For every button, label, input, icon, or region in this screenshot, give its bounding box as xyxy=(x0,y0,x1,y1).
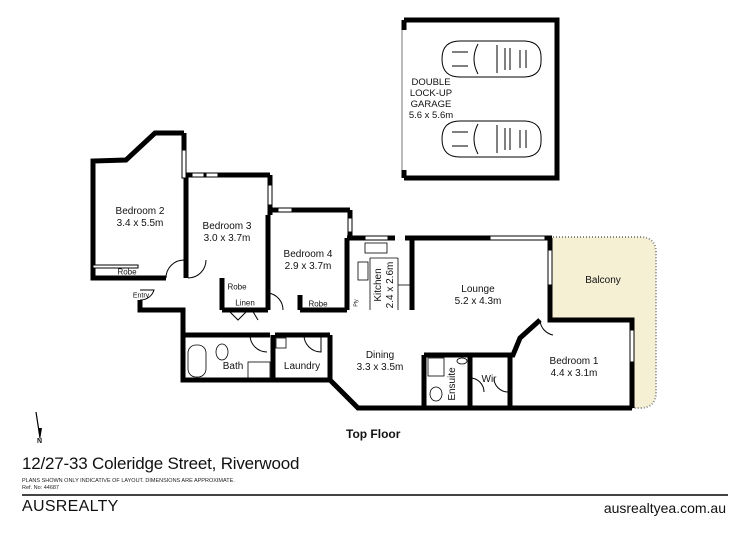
room-lounge: Lounge 5.2 x 4.3m xyxy=(455,284,502,308)
toilet-icon xyxy=(215,343,229,361)
room-dims: 3.4 x 5.5m xyxy=(116,218,164,229)
floor-title: Top Floor xyxy=(346,427,401,441)
room-bedroom-4: Bedroom 4 2.9 x 3.7m xyxy=(284,249,333,273)
shower-icon xyxy=(247,361,271,379)
floor-plan: Bedroom 2 3.4 x 5.5m Bedroom 3 3.0 x 3.7… xyxy=(90,17,657,411)
garage xyxy=(401,17,560,181)
room-name: Ensuite xyxy=(447,367,458,401)
room-bedroom-1: Bedroom 1 4.4 x 3.1m xyxy=(550,356,599,380)
room-name: Bath xyxy=(222,361,244,372)
reference-number: Ref. No: 44687 xyxy=(22,485,59,491)
room-dims: 2.9 x 3.7m xyxy=(284,261,332,272)
website-link[interactable]: ausrealtyea.com.au xyxy=(603,500,726,516)
room-dims: 4.4 x 3.1m xyxy=(550,368,598,379)
doors xyxy=(139,259,554,393)
garage-label-line: DOUBLE xyxy=(411,77,451,88)
balcony-area xyxy=(548,237,656,408)
label-robe-bedroom-3: Robe xyxy=(227,282,247,292)
room-dims: 2.4 x 2.6m xyxy=(385,261,396,309)
garage-label: DOUBLE LOCK-UP GARAGE 5.6 x 5.6m xyxy=(409,77,453,121)
car-icon xyxy=(441,120,542,158)
garage-label-line: LOCK-UP xyxy=(409,88,453,99)
sink-icon xyxy=(364,242,388,254)
laundry-tub-icon xyxy=(275,337,287,349)
floor-plan-drawing xyxy=(90,17,657,411)
room-balcony: Balcony xyxy=(585,275,621,287)
brand-logo: AUSREALTY xyxy=(22,498,119,515)
room-name: Balcony xyxy=(585,275,621,286)
cooktop-icon xyxy=(357,261,369,281)
room-dims: 5.2 x 4.3m xyxy=(454,296,502,307)
room-bedroom-2: Bedroom 2 3.4 x 5.5m xyxy=(116,206,165,230)
car-icon xyxy=(441,40,542,78)
room-name: Kitchen xyxy=(373,268,384,302)
label-robe-bedroom-4: Robe xyxy=(308,299,328,309)
ensuite-basin-icon xyxy=(456,357,468,365)
room-bath: Bath xyxy=(223,361,244,373)
room-name: Wir xyxy=(481,374,497,385)
garage-label-line: GARAGE xyxy=(410,99,452,110)
room-kitchen: Kitchen 2.4 x 2.6m xyxy=(373,262,397,309)
room-wir: Wir xyxy=(482,374,497,386)
windows xyxy=(92,149,635,363)
label-linen: Linen xyxy=(235,298,255,308)
room-name: Bedroom 2 xyxy=(115,206,165,217)
label-pantry: Pty xyxy=(353,299,360,307)
room-bedroom-3: Bedroom 3 3.0 x 3.7m xyxy=(203,221,252,245)
fixtures xyxy=(187,242,468,402)
room-name: Dining xyxy=(365,350,395,361)
ensuite-toilet-icon xyxy=(429,386,443,402)
label-entry: Entry xyxy=(132,292,150,300)
room-name: Bedroom 1 xyxy=(549,356,599,367)
ensuite-shower-icon xyxy=(427,357,445,377)
garage-dims: 5.6 x 5.6m xyxy=(408,110,454,121)
room-name: Bedroom 3 xyxy=(202,221,252,232)
divider xyxy=(22,494,728,496)
room-name: Bedroom 4 xyxy=(283,249,333,260)
bathtub-icon xyxy=(187,344,207,378)
room-dims: 3.3 x 3.5m xyxy=(356,362,404,373)
north-label: N xyxy=(37,438,43,445)
room-dining: Dining 3.3 x 3.5m xyxy=(357,350,404,374)
property-address: 12/27-33 Coleridge Street, Riverwood xyxy=(22,454,300,473)
room-name: Lounge xyxy=(461,284,495,295)
label-robe-bedroom-2: Robe xyxy=(117,267,137,277)
room-name: Laundry xyxy=(283,361,321,372)
north-arrow-icon xyxy=(35,411,42,440)
disclaimer: PLANS SHOWN ONLY INDICATIVE OF LAYOUT. D… xyxy=(22,478,235,484)
room-laundry: Laundry xyxy=(284,361,320,373)
room-ensuite: Ensuite xyxy=(447,367,459,400)
room-dims: 3.0 x 3.7m xyxy=(203,233,251,244)
